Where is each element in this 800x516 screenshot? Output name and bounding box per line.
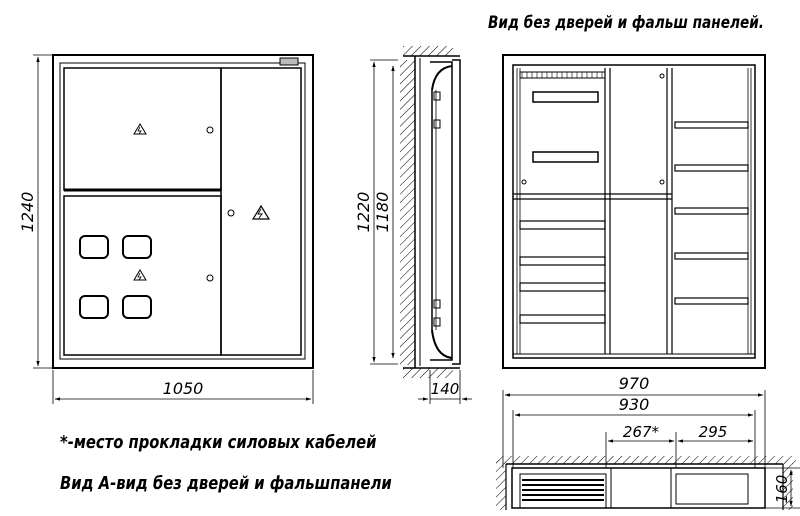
meter-window — [122, 295, 152, 319]
cable-note: *-место прокладки силовых кабелей — [60, 432, 377, 453]
view-title: Вид без дверей и фальш панелей. — [488, 13, 764, 33]
dim-side-depth: 140 — [431, 380, 460, 398]
warning-icon — [133, 123, 147, 135]
warning-icon — [251, 204, 271, 220]
dim-plan-right-zone: 295 — [699, 423, 728, 441]
dim-plan-outer-width: 970 — [619, 374, 650, 393]
interior-inner-frame — [512, 64, 756, 359]
front-nameplate — [279, 57, 299, 66]
dim-front-width: 1050 — [163, 379, 204, 398]
dim-front-height: 1240 — [18, 192, 37, 233]
lower-door — [63, 195, 222, 356]
plan-view — [496, 390, 800, 510]
interior-outer-frame — [502, 54, 766, 369]
front-outer-frame — [52, 54, 314, 369]
dim-plan-cable-zone: 267* — [623, 423, 660, 441]
interior-view — [502, 54, 766, 369]
front-view — [33, 54, 314, 404]
meter-window — [79, 295, 109, 319]
meter-window — [79, 235, 109, 259]
lock-icon — [206, 126, 214, 134]
warning-icon — [133, 269, 147, 281]
dim-side-inner-height: 1180 — [373, 192, 392, 233]
dim-side-outer-height: 1220 — [354, 192, 373, 233]
meter-window — [122, 235, 152, 259]
front-inner-frame — [59, 62, 306, 360]
side-view — [370, 46, 472, 404]
right-door — [220, 67, 302, 356]
lock-icon — [227, 209, 235, 217]
dim-plan-inner-width: 930 — [619, 395, 650, 414]
lock-icon — [206, 274, 214, 282]
dim-plan-depth: 160 — [773, 475, 791, 504]
view-a-note: Вид А-вид без дверей и фальшпанели — [60, 473, 392, 494]
